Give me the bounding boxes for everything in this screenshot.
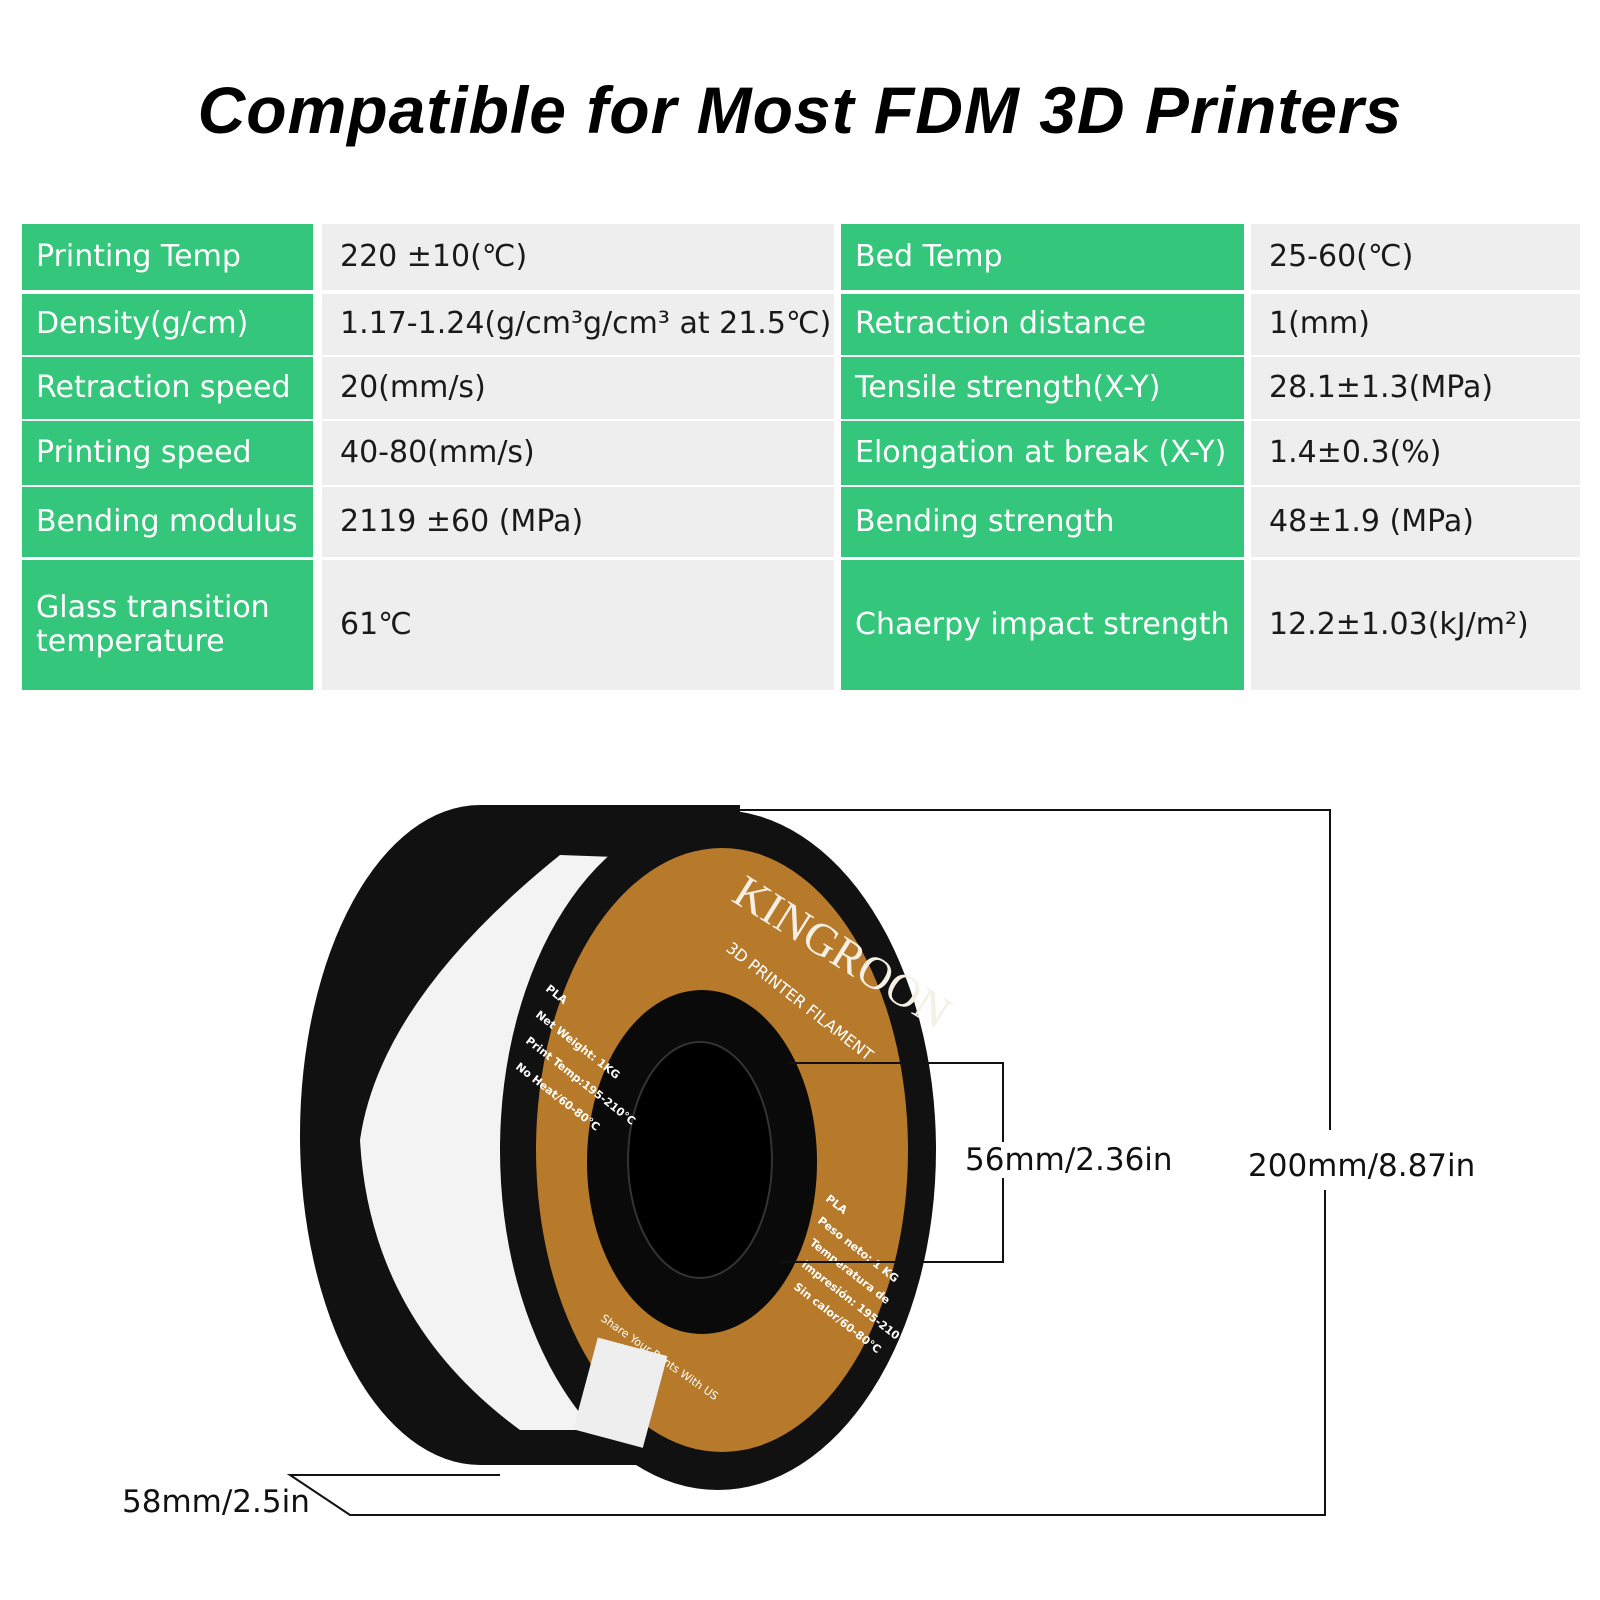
spec-label: Printing speed [22, 421, 313, 485]
spec-label: Retraction distance [841, 294, 1244, 355]
width-label: 58mm/2.5in [122, 1484, 310, 1520]
spec-value: 1.4±0.3(%) [1251, 421, 1580, 485]
page-title: Compatible for Most FDM 3D Printers [197, 73, 1403, 147]
inner-diameter-label: 56mm/2.36in [965, 1142, 1173, 1178]
spec-label: Tensile strength(X-Y) [841, 357, 1244, 419]
spec-label: Glass transition temperature [22, 560, 313, 690]
outer-diameter-label: 200mm/8.87in [1248, 1148, 1476, 1184]
spec-value: 20(mm/s) [322, 357, 834, 419]
spec-value: 48±1.9 (MPa) [1251, 487, 1580, 557]
spec-value: 25-60(℃) [1251, 224, 1580, 290]
spec-value: 28.1±1.3(MPa) [1251, 357, 1580, 419]
spec-label: Density(g/cm) [22, 294, 313, 355]
spool-bore [627, 1041, 773, 1279]
spec-label: Bed Temp [841, 224, 1244, 290]
spec-label: Chaerpy impact strength [841, 560, 1244, 690]
spec-label: Elongation at break (X-Y) [841, 421, 1244, 485]
qr-code [573, 1337, 668, 1448]
spec-value: 61℃ [322, 560, 834, 690]
spec-value: 2119 ±60 (MPa) [322, 487, 834, 557]
spec-label: Bending strength [841, 487, 1244, 557]
spec-value: 1(mm) [1251, 294, 1580, 355]
spec-label: Retraction speed [22, 357, 313, 419]
spec-value: 40-80(mm/s) [322, 421, 834, 485]
spec-value: 12.2±1.03(kJ/m²) [1251, 560, 1580, 690]
spec-label: Bending modulus [22, 487, 313, 557]
spec-label: Printing Temp [22, 224, 313, 290]
spec-value: 220 ±10(℃) [322, 224, 834, 290]
spec-value: 1.17-1.24(g/cm³g/cm³ at 21.5℃) [322, 294, 834, 355]
